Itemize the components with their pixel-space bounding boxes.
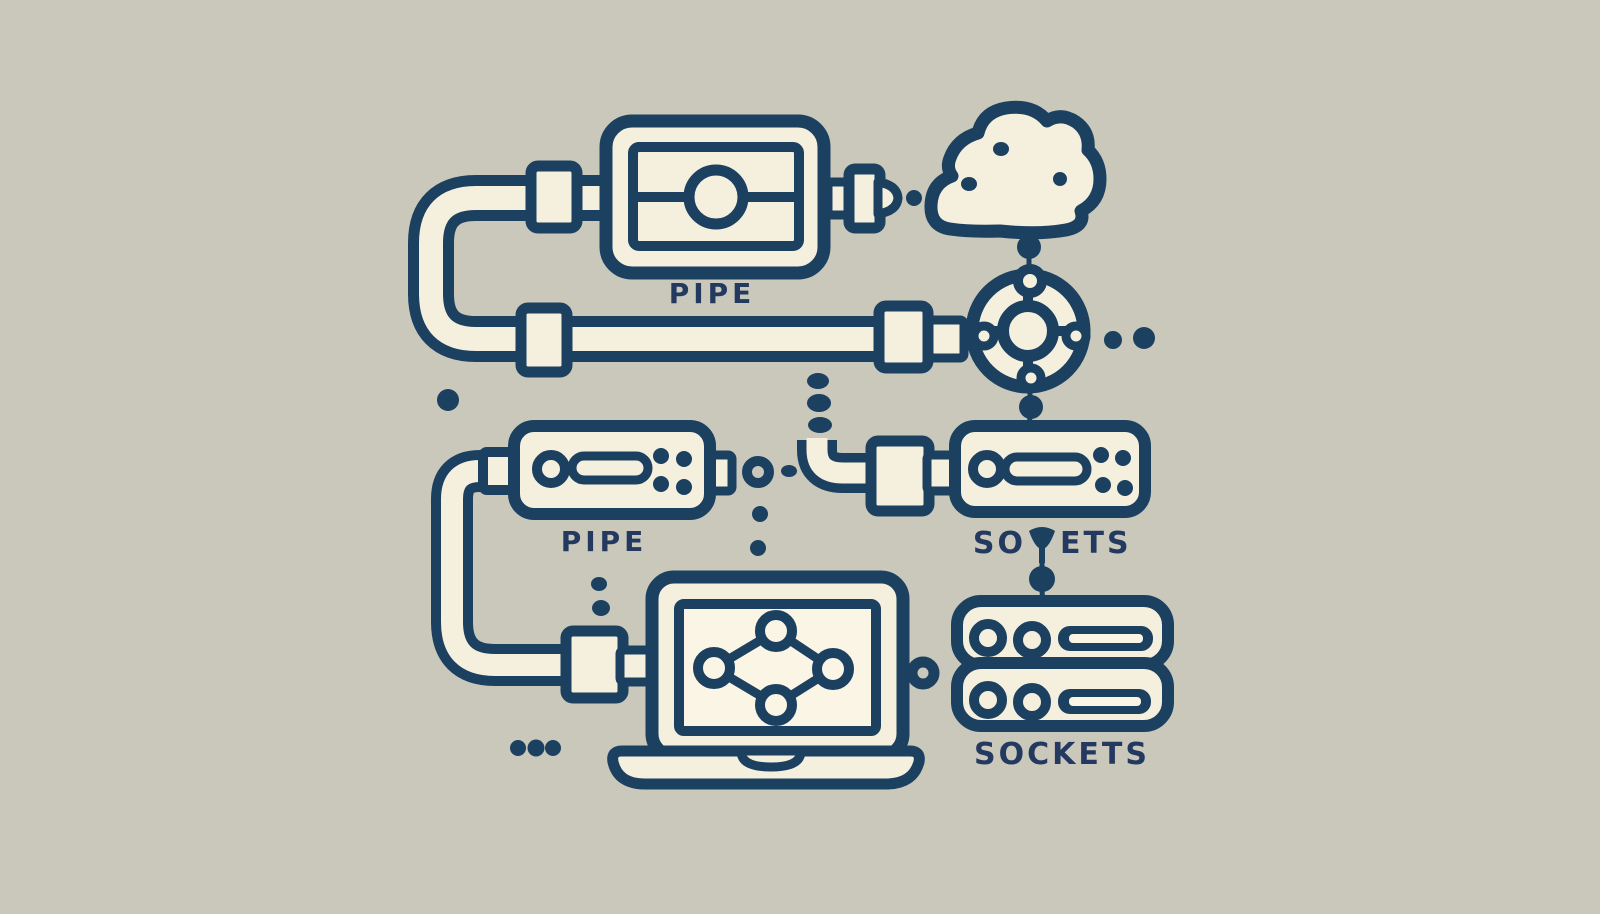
socket-pin (1095, 477, 1111, 493)
server-slot-stripe (1069, 697, 1141, 706)
pin-glyph (1029, 527, 1055, 563)
sockets-garbled-label: SO ETS (973, 526, 1132, 607)
ring-dot (906, 656, 940, 690)
dot (1104, 331, 1122, 349)
hub-node-north (1013, 264, 1047, 298)
sockets-label-left-part: SO (973, 526, 1026, 561)
sockets-label-right-part: ETS (1060, 526, 1132, 561)
pipe-connector-device-icon (478, 420, 737, 520)
plug-cone (873, 177, 903, 219)
connector-pin (653, 476, 669, 492)
left-elbow-pipe (431, 450, 659, 704)
socket-pin (1093, 447, 1109, 463)
dot (807, 394, 831, 412)
cloud-dot (961, 177, 977, 191)
ring-dot (742, 456, 774, 488)
laptop-notch (736, 746, 806, 772)
dot (906, 190, 922, 206)
pipe-core (419, 186, 960, 351)
network-hub-icon (965, 235, 1155, 431)
coupling-top (525, 160, 583, 234)
dot (591, 577, 607, 591)
cloud-body (924, 100, 1107, 240)
network-diagram (693, 610, 854, 726)
socket-ring (968, 450, 1006, 488)
pipe-label-middle: PIPE (561, 525, 648, 558)
dot (527, 739, 545, 757)
connector-pin (653, 448, 669, 464)
server-stack-icon (951, 595, 1174, 732)
socket-pin (1115, 450, 1131, 466)
plug-tip-icon (823, 163, 922, 234)
diagram-node-left (693, 647, 735, 689)
dot (781, 465, 797, 477)
dot (808, 417, 832, 433)
junction-box-port (683, 164, 749, 230)
scatter-dots (437, 373, 940, 757)
dot (752, 506, 768, 522)
dot (1029, 566, 1055, 592)
socket-connector-device-icon (949, 420, 1151, 518)
socket-slot (1000, 452, 1092, 486)
dot (545, 740, 561, 756)
hub-center (997, 300, 1059, 362)
dot (1133, 327, 1155, 349)
coupling-right (873, 300, 934, 374)
coupling-laptop (560, 625, 629, 704)
cloud-dot (993, 142, 1009, 156)
pipe-core (806, 438, 890, 484)
laptop-screen (674, 599, 881, 736)
connector-pin (676, 479, 692, 495)
server-led (969, 619, 1007, 657)
dot (510, 740, 526, 756)
hub-node-east (1061, 321, 1091, 351)
connector-slot (567, 451, 653, 485)
hub-bottom-dot (1019, 395, 1043, 419)
dot (807, 373, 829, 389)
pipe-core (441, 460, 588, 676)
diagram-node-bottom (755, 684, 797, 726)
diagram-node-top (755, 610, 797, 652)
connector-ring (532, 450, 570, 488)
pipe-junction-box-icon (599, 114, 831, 280)
cloud-dot (1053, 172, 1067, 186)
connector-pin (676, 451, 692, 467)
sockets-label-bottom: SOCKETS (974, 737, 1150, 772)
coupling-socket (865, 435, 935, 517)
dot (750, 540, 766, 556)
laptop-icon (607, 570, 925, 790)
pipe-couplings (515, 160, 969, 378)
socket-pin (1117, 480, 1133, 496)
server-slot-stripe (1069, 634, 1143, 643)
cloud-icon (924, 100, 1107, 240)
pipe-label-top: PIPE (669, 277, 756, 310)
server-led (1013, 621, 1051, 659)
diagram-node-right (812, 648, 854, 690)
server-led (969, 681, 1007, 719)
hub-node-south (1016, 363, 1046, 393)
c-pipe (408, 175, 960, 362)
dot (592, 600, 610, 616)
coupling-bottom (515, 302, 573, 378)
hub-top-dot (1017, 235, 1041, 259)
right-elbow-pipe (797, 430, 964, 517)
dot (437, 389, 459, 411)
server-led (1013, 683, 1051, 721)
hub-node-west (969, 321, 999, 351)
